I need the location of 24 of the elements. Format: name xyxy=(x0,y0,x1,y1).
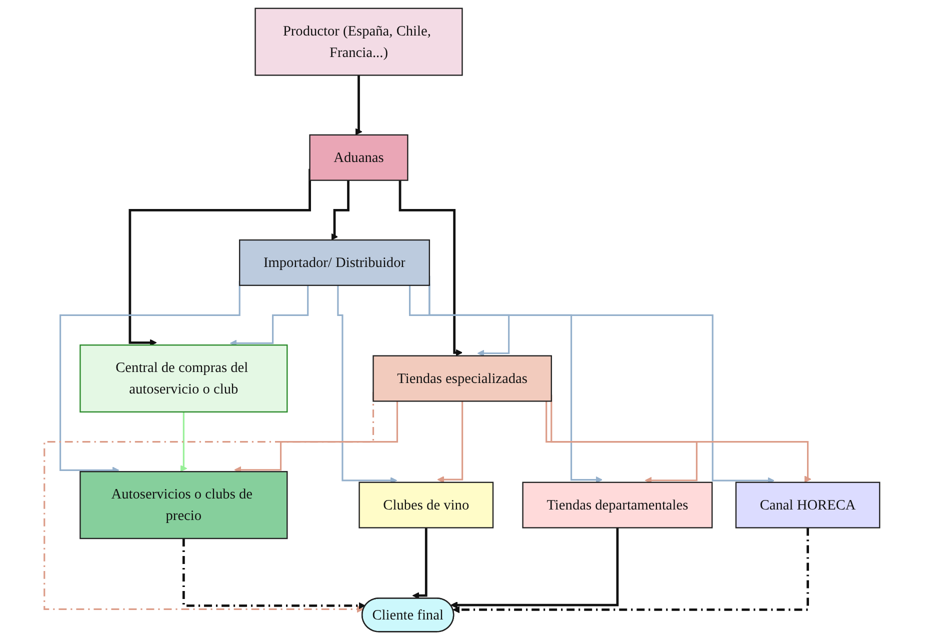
arrow xyxy=(129,168,312,346)
node-box: Importador/ Distribuidor xyxy=(239,239,430,286)
arrow xyxy=(230,285,310,347)
node-box: Tiendas especializadas xyxy=(373,355,552,402)
arrow xyxy=(438,401,464,484)
arrow xyxy=(453,528,810,614)
node-box: Clubes de vino xyxy=(359,482,494,528)
arrow xyxy=(399,180,464,356)
arrow xyxy=(409,285,510,357)
arrow xyxy=(338,285,398,484)
arrow xyxy=(180,412,188,472)
arrow xyxy=(356,75,363,136)
node-box: Tiendas departamentales xyxy=(522,482,714,528)
arrow xyxy=(412,528,428,600)
arrow xyxy=(546,401,698,484)
arrow xyxy=(234,401,399,474)
node-box: Productor (España, Chile, Francia...) xyxy=(255,8,464,76)
node-box: Canal HORECA xyxy=(736,482,881,528)
node-box: Central de compras del autoservicio o club xyxy=(80,344,288,413)
node-box: Autoservicios o clubs de precio xyxy=(80,471,288,540)
node-box: Aduanas xyxy=(310,134,409,181)
arrow xyxy=(182,538,366,610)
arrow xyxy=(451,528,620,609)
arrow xyxy=(332,180,350,240)
